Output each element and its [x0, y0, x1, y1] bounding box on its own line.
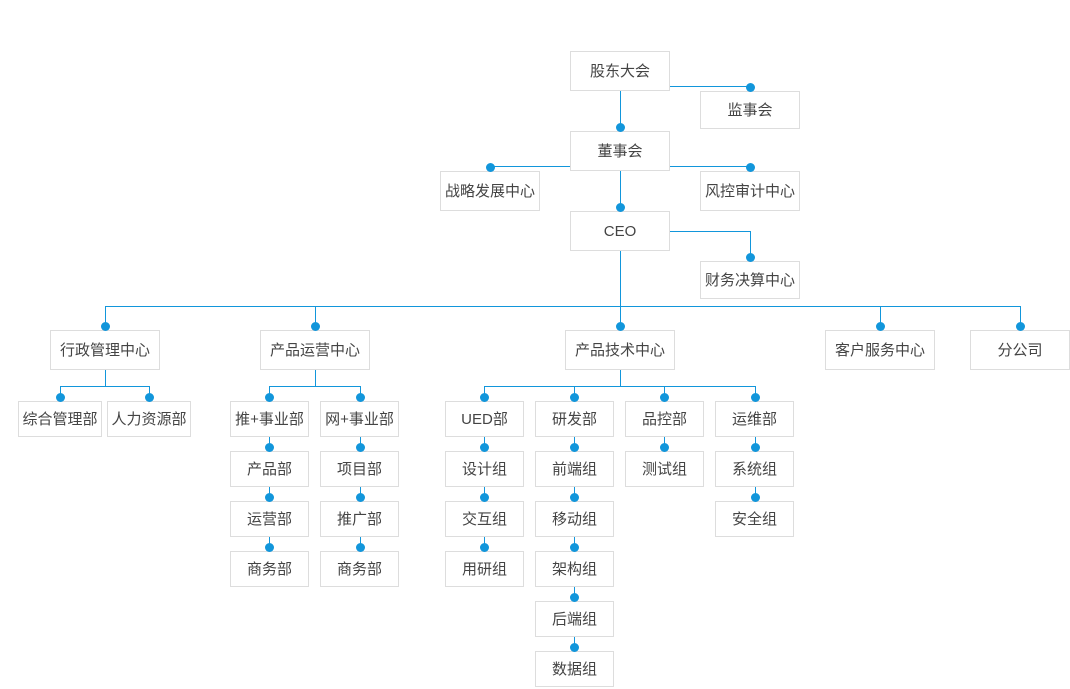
connector-dot [100, 321, 110, 331]
org-node-product-tech[interactable]: 产品技术中心 [565, 330, 675, 370]
org-node-finance[interactable]: 财务决算中心 [700, 261, 800, 299]
connector-dot [569, 442, 579, 452]
connector-line [105, 306, 1020, 307]
connector-line [750, 231, 751, 263]
connector-dot [615, 321, 625, 331]
connector-dot [659, 442, 669, 452]
org-node-customer-service[interactable]: 客户服务中心 [825, 330, 935, 370]
connector-line [1020, 306, 1021, 328]
org-node-promo-dept[interactable]: 推广部 [320, 501, 399, 537]
org-node-ops-dept[interactable]: 运营部 [230, 501, 309, 537]
org-node-test-group[interactable]: 测试组 [625, 451, 704, 487]
org-node-frontend-group[interactable]: 前端组 [535, 451, 614, 487]
org-node-shareholders[interactable]: 股东大会 [570, 51, 670, 91]
connector-dot [144, 392, 154, 402]
connector-dot [479, 542, 489, 552]
org-node-data-group[interactable]: 数据组 [535, 651, 614, 687]
org-node-branch[interactable]: 分公司 [970, 330, 1070, 370]
org-node-admin-center[interactable]: 行政管理中心 [50, 330, 160, 370]
connector-line [490, 166, 570, 167]
connector-dot [569, 642, 579, 652]
org-node-project-dept[interactable]: 项目部 [320, 451, 399, 487]
connector-dot [750, 442, 760, 452]
connector-dot [355, 392, 365, 402]
connector-dot [569, 592, 579, 602]
org-node-ued[interactable]: UED部 [445, 401, 524, 437]
org-node-risk-audit[interactable]: 风控审计中心 [700, 171, 800, 211]
org-node-wang-bu[interactable]: 网+事业部 [320, 401, 399, 437]
connector-line [105, 370, 106, 386]
org-node-ops-maint[interactable]: 运维部 [715, 401, 794, 437]
org-node-rnd[interactable]: 研发部 [535, 401, 614, 437]
org-node-system-group[interactable]: 系统组 [715, 451, 794, 487]
connector-dot [1015, 321, 1025, 331]
connector-dot [659, 392, 669, 402]
connector-line [60, 386, 150, 387]
connector-line [484, 386, 755, 387]
connector-line [670, 166, 750, 167]
connector-dot [264, 492, 274, 502]
connector-dot [355, 492, 365, 502]
org-node-research-group[interactable]: 用研组 [445, 551, 524, 587]
org-node-design-group[interactable]: 设计组 [445, 451, 524, 487]
org-node-qc[interactable]: 品控部 [625, 401, 704, 437]
connector-dot [569, 492, 579, 502]
connector-dot [355, 542, 365, 552]
org-node-supervisory[interactable]: 监事会 [700, 91, 800, 129]
connector-dot [264, 542, 274, 552]
org-node-biz-dept-1[interactable]: 商务部 [230, 551, 309, 587]
connector-dot [479, 442, 489, 452]
connector-dot [750, 492, 760, 502]
org-node-mobile-group[interactable]: 移动组 [535, 501, 614, 537]
org-node-strategy[interactable]: 战略发展中心 [440, 171, 540, 211]
connector-line [105, 306, 106, 328]
org-node-security-group[interactable]: 安全组 [715, 501, 794, 537]
connector-dot [264, 442, 274, 452]
connector-line [620, 251, 621, 306]
connector-dot [745, 162, 755, 172]
connector-dot [310, 321, 320, 331]
org-node-arch-group[interactable]: 架构组 [535, 551, 614, 587]
org-node-ceo[interactable]: CEO [570, 211, 670, 251]
connector-line [269, 386, 360, 387]
connector-line [620, 91, 621, 133]
org-node-product-ops[interactable]: 产品运营中心 [260, 330, 370, 370]
connector-dot [264, 392, 274, 402]
connector-dot [485, 162, 495, 172]
connector-dot [355, 442, 365, 452]
connector-line [315, 306, 316, 328]
org-node-interaction-group[interactable]: 交互组 [445, 501, 524, 537]
connector-dot [479, 492, 489, 502]
org-node-hr[interactable]: 人力资源部 [107, 401, 191, 437]
connector-dot [569, 542, 579, 552]
connector-line [620, 171, 621, 213]
connector-dot [615, 202, 625, 212]
connector-dot [745, 82, 755, 92]
org-node-backend-group[interactable]: 后端组 [535, 601, 614, 637]
connector-dot [615, 122, 625, 132]
connector-line [620, 306, 621, 328]
connector-dot [875, 321, 885, 331]
connector-line [880, 306, 881, 328]
connector-dot [569, 392, 579, 402]
org-node-tui-bu[interactable]: 推+事业部 [230, 401, 309, 437]
connector-line [670, 231, 750, 232]
connector-dot [750, 392, 760, 402]
connector-line [670, 86, 750, 87]
org-node-biz-dept-2[interactable]: 商务部 [320, 551, 399, 587]
connector-dot [479, 392, 489, 402]
connector-line [315, 370, 316, 386]
connector-dot [745, 252, 755, 262]
org-node-general-admin[interactable]: 综合管理部 [18, 401, 102, 437]
org-node-board[interactable]: 董事会 [570, 131, 670, 171]
org-node-product-dept[interactable]: 产品部 [230, 451, 309, 487]
connector-line [620, 370, 621, 386]
connector-dot [55, 392, 65, 402]
